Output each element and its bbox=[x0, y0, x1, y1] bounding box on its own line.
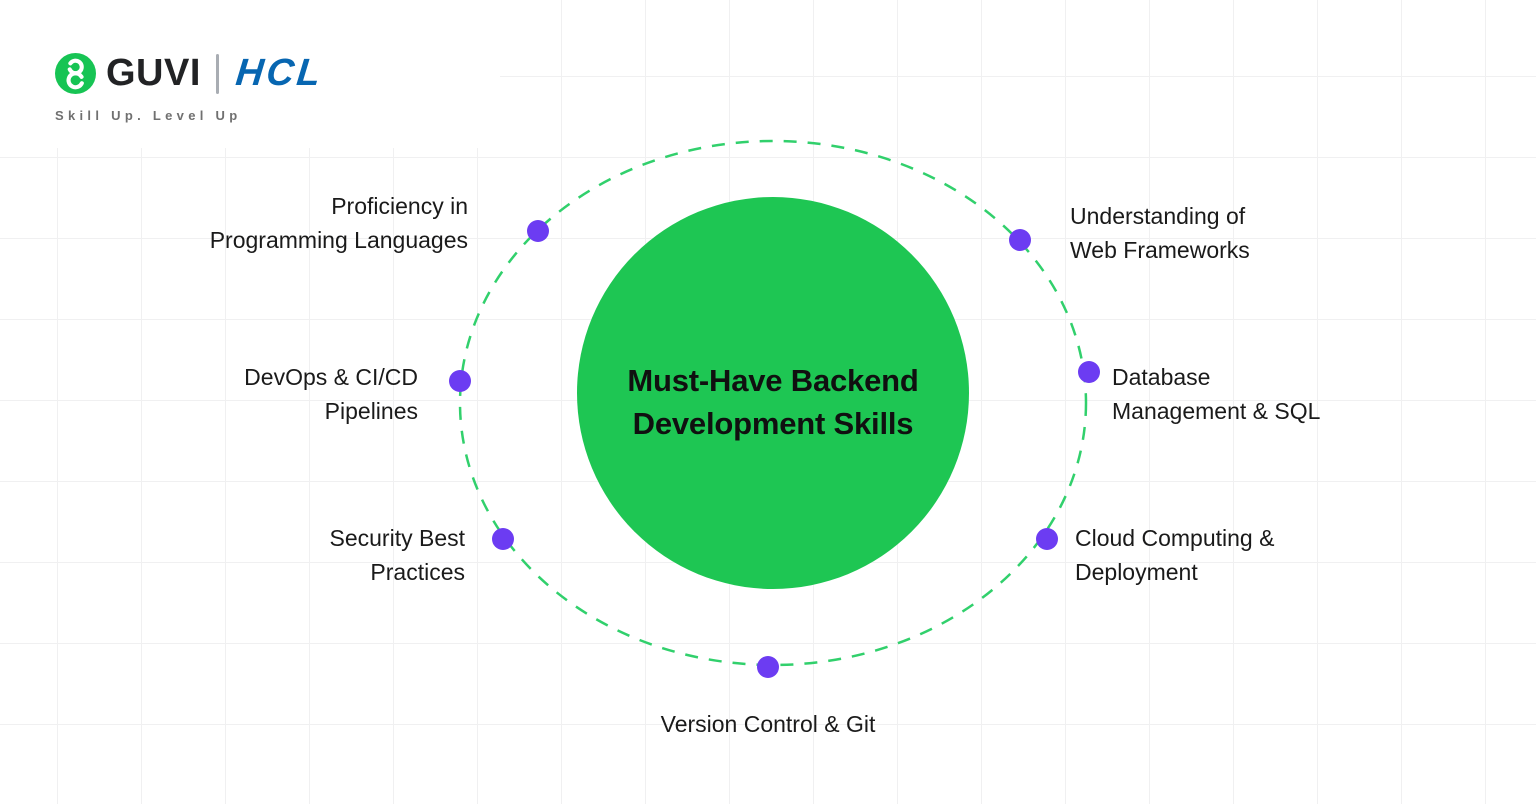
skill-label-devops-cicd: DevOps & CI/CD Pipelines bbox=[244, 364, 418, 424]
skill-label-web-frameworks: Understanding of Web Frameworks bbox=[1070, 203, 1250, 263]
node-dot-programming-languages bbox=[527, 220, 549, 242]
skill-label-version-control: Version Control & Git bbox=[660, 711, 876, 737]
logo-divider bbox=[215, 53, 219, 94]
guvi-wordmark: GUVI bbox=[106, 52, 201, 94]
node-dot-web-frameworks bbox=[1009, 229, 1031, 251]
brand-header: GUVI HCL Skill Up. Level Up bbox=[55, 52, 326, 123]
skill-label-security: Security Best Practices bbox=[329, 525, 466, 585]
skill-label-database-sql: Database Management & SQL bbox=[1112, 364, 1321, 424]
brand-tagline: Skill Up. Level Up bbox=[55, 108, 242, 123]
skill-label-programming-languages: Proficiency in Programming Languages bbox=[209, 193, 468, 253]
center-circle: Must-Have Backend Development Skills bbox=[577, 197, 969, 589]
logo-row: GUVI HCL bbox=[55, 52, 326, 95]
node-dot-security bbox=[492, 528, 514, 550]
node-dot-devops-cicd bbox=[449, 370, 471, 392]
diagram-title: Must-Have Backend Development Skills bbox=[627, 363, 919, 441]
hcl-wordmark: HCL bbox=[233, 52, 326, 94]
skill-label-cloud-computing: Cloud Computing & Deployment bbox=[1075, 525, 1275, 585]
guvi-g-icon bbox=[55, 53, 96, 94]
node-dot-database-sql bbox=[1078, 361, 1100, 383]
node-dot-cloud-computing bbox=[1036, 528, 1058, 550]
node-dot-version-control bbox=[757, 656, 779, 678]
